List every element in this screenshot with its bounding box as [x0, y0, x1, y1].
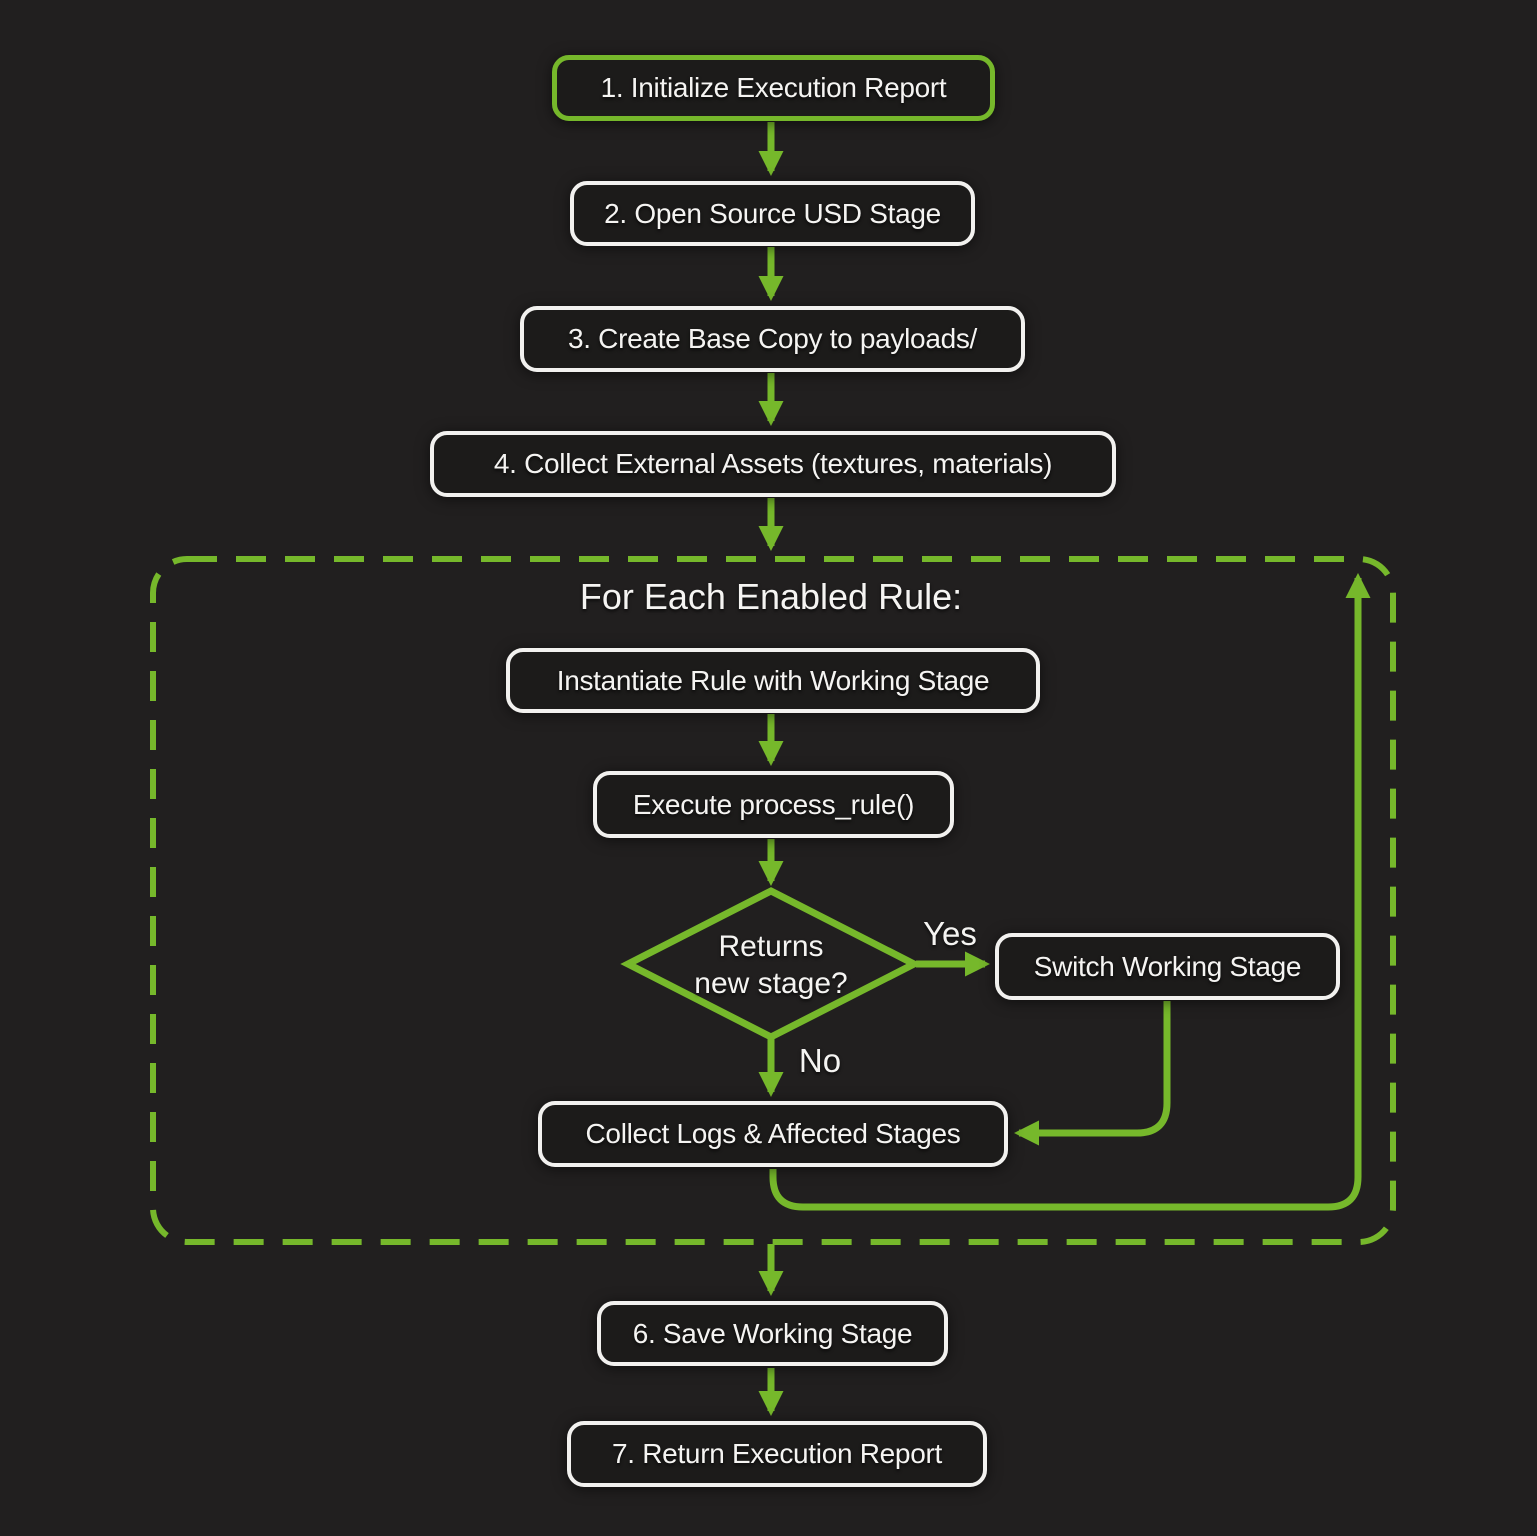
decision-label-line2: new stage? [694, 967, 848, 1000]
node-step7-return-execution-report: 7. Return Execution Report [567, 1421, 987, 1487]
node-step6-label: 6. Save Working Stage [632, 1317, 913, 1349]
node-execute-label: Execute process_rule() [632, 788, 915, 820]
loop-container-dashed-border [150, 556, 1396, 1245]
decision-diamond-label: Returns new stage? [656, 924, 886, 1006]
edge-label-yes: Yes [923, 915, 977, 952]
arrow-loopback [769, 572, 1371, 1211]
node-step4-label: 4. Collect External Assets (textures, ma… [493, 448, 1053, 479]
decision-label-line1: Returns [718, 929, 824, 963]
node-switch-working-stage: Switch Working Stage [995, 933, 1340, 1000]
node-step3-create-base-copy: 3. Create Base Copy to payloads/ [520, 306, 1025, 372]
edge-label-no: No [798, 1042, 842, 1079]
node-step2-label: 2. Open Source USD Stage [604, 197, 941, 229]
node-instantiate-label: Instantiate Rule with Working Stage [556, 664, 990, 696]
node-step2-open-source-stage: 2. Open Source USD Stage [570, 181, 975, 246]
node-step1-initialize-report: 1. Initialize Execution Report [552, 55, 995, 121]
decision-diamond [620, 887, 922, 1041]
node-step7-label: 7. Return Execution Report [612, 1438, 942, 1469]
node-step3-label: 3. Create Base Copy to payloads/ [567, 323, 978, 354]
node-step4-collect-external-assets: 4. Collect External Assets (textures, ma… [430, 431, 1116, 497]
loop-container-title: For Each Enabled Rule: [579, 576, 963, 617]
node-execute-process-rule: Execute process_rule() [593, 771, 954, 838]
node-step1-label: 1. Initialize Execution Report [600, 72, 947, 103]
node-step6-save-working-stage: 6. Save Working Stage [597, 1301, 948, 1366]
node-instantiate-rule: Instantiate Rule with Working Stage [506, 648, 1040, 713]
arrow-switch-to-collect [1013, 1001, 1171, 1146]
node-switch-label: Switch Working Stage [1033, 950, 1302, 982]
node-collect-label: Collect Logs & Affected Stages [585, 1118, 961, 1149]
node-collect-logs: Collect Logs & Affected Stages [538, 1101, 1008, 1167]
